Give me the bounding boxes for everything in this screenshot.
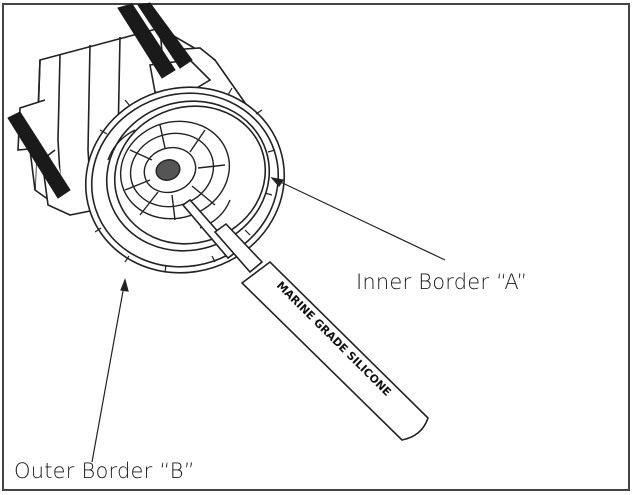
leader-outer-arrowhead: [120, 278, 129, 292]
speaker-cone: [107, 120, 231, 229]
leader-inner-border: [271, 177, 446, 261]
inner-border-a: [105, 100, 271, 252]
leader-lines: [91, 177, 446, 463]
leader-inner-arrowhead: [270, 177, 285, 187]
outer-border-label: Outer Border “B”: [14, 459, 195, 483]
border-ticks: [94, 87, 276, 273]
inner-border-label: Inner Border “A”: [356, 270, 528, 294]
speaker-flange: [84, 86, 286, 274]
mounting-straps: [7, 2, 193, 199]
silicone-tube: [181, 198, 429, 441]
leader-outer-border: [91, 279, 126, 463]
